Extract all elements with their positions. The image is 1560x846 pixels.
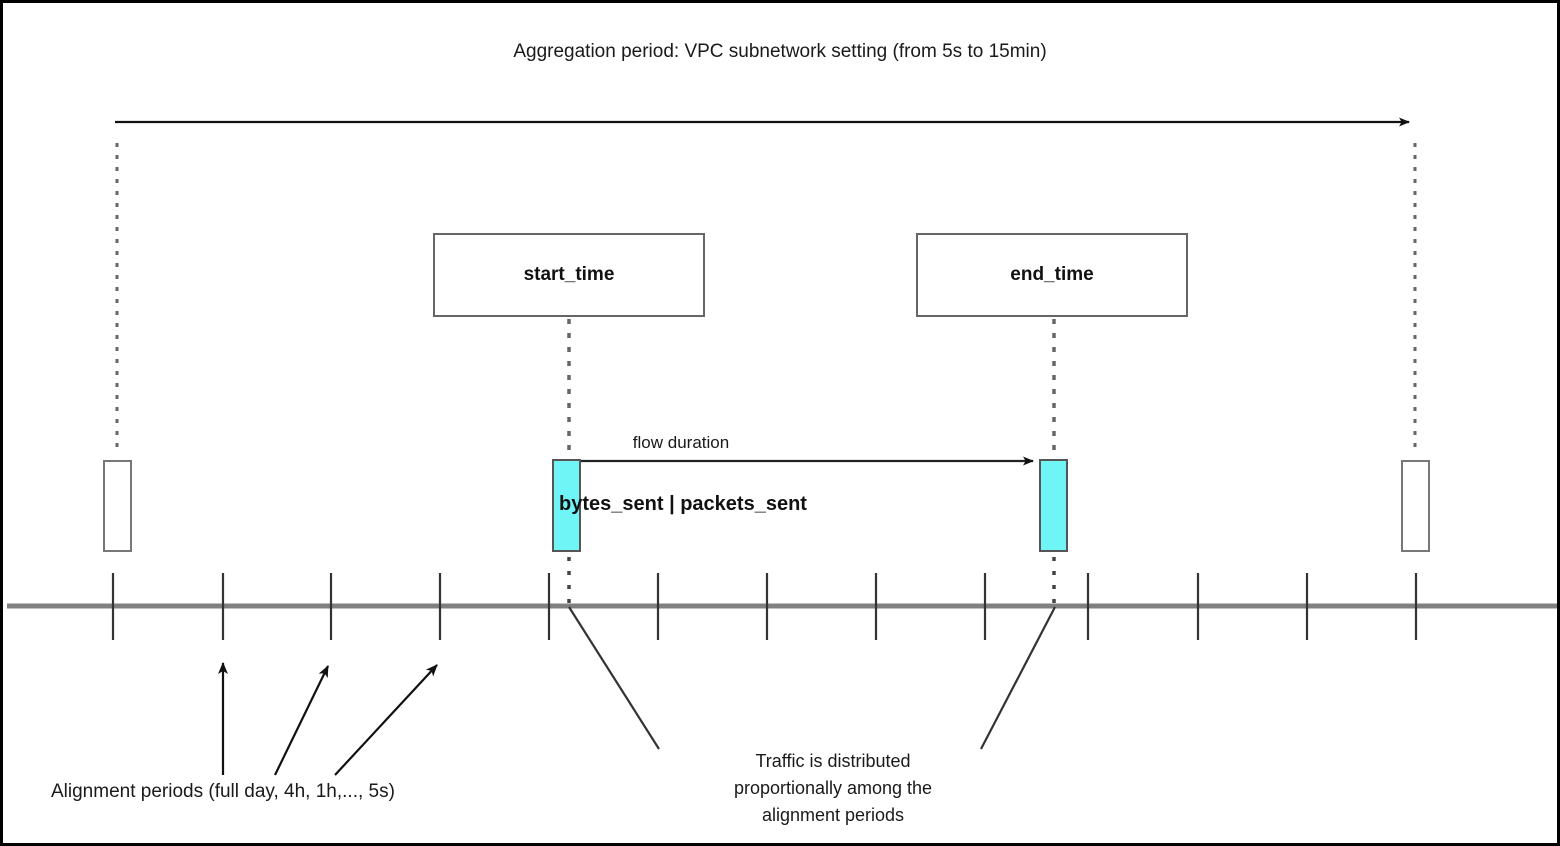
traffic-note-line-1: Traffic is distributed (755, 751, 911, 771)
traffic-note-leader-lines (568, 606, 1056, 750)
alignment-period-arrows (218, 662, 438, 776)
traffic-note-line-3: alignment periods (761, 805, 905, 825)
alignment-arrow-diagonal-1 (274, 665, 329, 776)
aggregation-window-end-marker (1401, 460, 1430, 552)
flow-start-bar (552, 459, 581, 552)
aggregation-window-start-marker (103, 460, 132, 552)
aggregation-period-title: Aggregation period: VPC subnetwork setti… (513, 41, 1047, 62)
flow-end-bar (1039, 459, 1068, 552)
bytes-packets-label: bytes_sent | packets_sent (559, 493, 807, 515)
leader-line-right (980, 606, 1056, 750)
timeline-ticks (111, 573, 1418, 640)
leader-line-left (568, 606, 660, 750)
diagram-vector-layer (7, 117, 1557, 776)
start-time-box[interactable]: start_time (433, 233, 705, 317)
traffic-distribution-note: Traffic is distributed proportionally am… (703, 748, 963, 829)
alignment-arrow-diagonal-2 (334, 664, 438, 776)
end-time-box[interactable]: end_time (916, 233, 1188, 317)
alignment-periods-label: Alignment periods (full day, 4h, 1h,...,… (51, 781, 395, 802)
traffic-note-line-2: proportionally among the (733, 778, 933, 798)
flow-duration-label: flow duration (632, 433, 730, 452)
